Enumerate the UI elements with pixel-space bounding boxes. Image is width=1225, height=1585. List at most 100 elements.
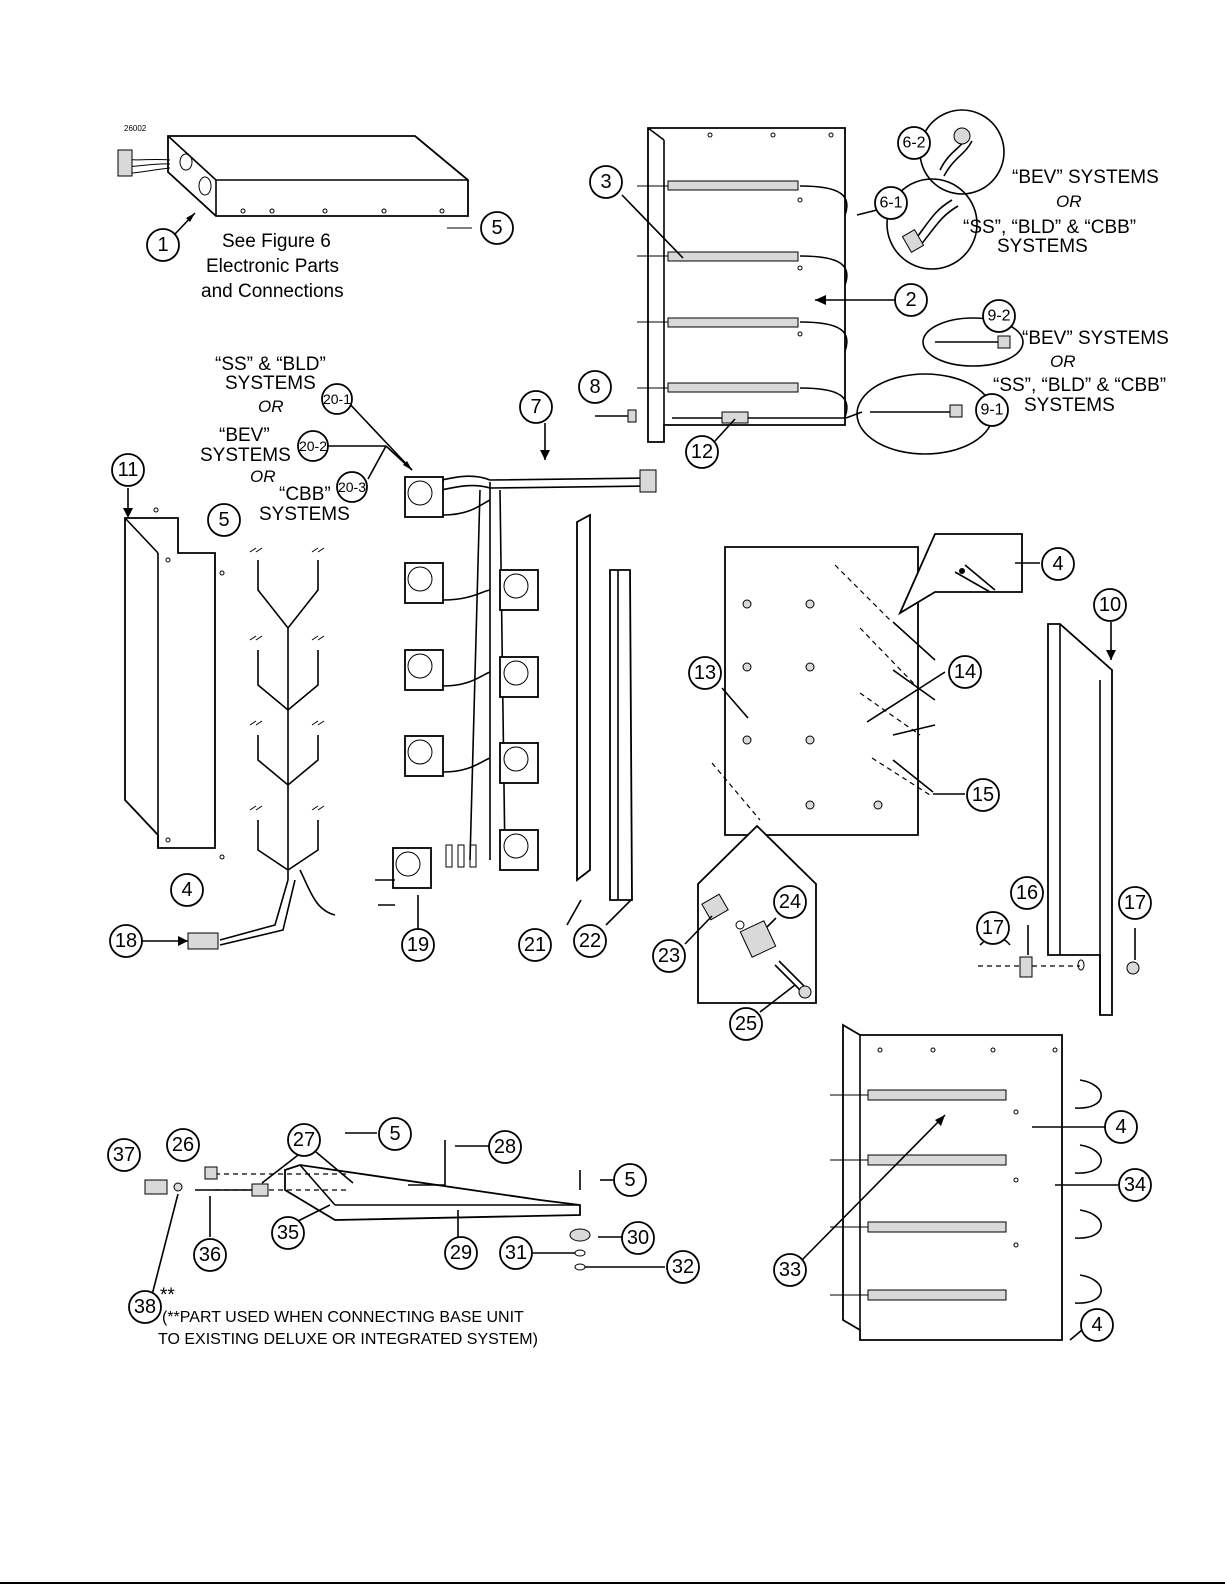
- svg-text:21: 21: [524, 934, 546, 956]
- callout-9-1: 9-1: [975, 393, 1009, 427]
- callout-6-1: 6-1: [874, 186, 908, 220]
- label-bev: “BEV”: [219, 425, 270, 446]
- callout-12: 12: [685, 435, 719, 469]
- svg-text:1: 1: [157, 234, 168, 256]
- callout-37: 37: [107, 1138, 141, 1172]
- callout-5a: 5: [480, 211, 514, 245]
- see-figure-line1: See Figure 6: [222, 231, 331, 252]
- callout-29: 29: [444, 1236, 478, 1270]
- callout-4c: 4: [1104, 1110, 1138, 1144]
- svg-text:38: 38: [134, 1296, 156, 1318]
- svg-text:36: 36: [199, 1244, 221, 1266]
- callout-16: 16: [1010, 876, 1044, 910]
- callout-17a: 17: [976, 911, 1010, 945]
- svg-text:20-1: 20-1: [323, 391, 351, 407]
- svg-text:31: 31: [505, 1242, 527, 1264]
- callout-4b: 4: [1041, 547, 1075, 581]
- svg-text:20-3: 20-3: [338, 479, 366, 495]
- tubing-harness: [142, 547, 336, 950]
- svg-text:14: 14: [954, 661, 976, 683]
- callout-22: 22: [573, 924, 607, 958]
- svg-text:9-2: 9-2: [987, 308, 1010, 325]
- callout-5b: 5: [207, 503, 241, 537]
- label-systems-a: SYSTEMS: [997, 236, 1088, 257]
- label-systems-d: SYSTEMS: [200, 445, 291, 466]
- label-or-c: OR: [258, 397, 284, 416]
- svg-text:3: 3: [600, 171, 611, 193]
- label-ss-bld: “SS” & “BLD”: [215, 354, 326, 375]
- label-systems-c: SYSTEMS: [225, 373, 316, 394]
- callout-31: 31: [499, 1236, 533, 1270]
- svg-text:15: 15: [972, 784, 994, 806]
- rails: [566, 513, 633, 926]
- svg-text:8: 8: [589, 376, 600, 398]
- label-or-b: OR: [1050, 352, 1076, 371]
- mounting-panel: [711, 533, 1040, 836]
- callout-14: 14: [948, 655, 982, 689]
- callout-4a: 4: [170, 873, 204, 907]
- svg-text:27: 27: [293, 1129, 315, 1151]
- callout-10: 10: [1093, 588, 1127, 622]
- base-assembly: ** (**PART USED WHEN CONNECTING BASE UNI…: [144, 1132, 665, 1348]
- callout-35: 35: [271, 1216, 305, 1250]
- note-38-asterisks: **: [160, 1285, 175, 1306]
- callout-6-2: 6-2: [897, 126, 931, 160]
- note-line-1: (**PART USED WHEN CONNECTING BASE UNIT: [162, 1309, 524, 1326]
- svg-text:29: 29: [450, 1242, 472, 1264]
- svg-text:34: 34: [1124, 1174, 1146, 1196]
- pump-harness-assembly: [328, 399, 657, 933]
- callout-30: 30: [621, 1221, 655, 1255]
- svg-text:19: 19: [407, 934, 429, 956]
- svg-text:4: 4: [1091, 1314, 1102, 1336]
- label-or-d: OR: [250, 467, 276, 486]
- callout-18: 18: [109, 924, 143, 958]
- label-systems-b: SYSTEMS: [1024, 395, 1115, 416]
- labels-middle-left: “SS” & “BLD” SYSTEMS OR “BEV” SYSTEMS OR…: [200, 354, 350, 525]
- callout-25: 25: [729, 1007, 763, 1041]
- label-ss-bld-cbb-a: “SS”, “BLD” & “CBB”: [963, 217, 1136, 238]
- see-figure-line2: Electronic Parts: [206, 256, 339, 277]
- callout-15: 15: [966, 778, 1000, 812]
- svg-text:26: 26: [172, 1134, 194, 1156]
- svg-text:37: 37: [113, 1144, 135, 1166]
- callout-4d: 4: [1080, 1308, 1114, 1342]
- svg-text:13: 13: [694, 662, 716, 684]
- svg-text:11: 11: [118, 459, 139, 481]
- labels-top-right: “BEV” SYSTEMS OR “SS”, “BLD” & “CBB” SYS…: [963, 167, 1169, 416]
- callout-3: 3: [589, 165, 623, 199]
- callout-8: 8: [578, 370, 612, 404]
- callout-33: 33: [773, 1253, 807, 1287]
- label-cbb: “CBB”: [279, 484, 331, 505]
- svg-text:4: 4: [181, 879, 192, 901]
- svg-text:5: 5: [218, 509, 229, 531]
- svg-text:23: 23: [658, 945, 680, 967]
- rear-panel-assembly: [595, 127, 895, 443]
- electronics-box: 26002 See Figure 6 Electronic Parts and …: [117, 124, 472, 302]
- callout-34: 34: [1118, 1168, 1152, 1202]
- callout-28: 28: [488, 1130, 522, 1164]
- svg-text:10: 10: [1099, 594, 1121, 616]
- svg-text:2: 2: [905, 289, 916, 311]
- svg-text:28: 28: [494, 1136, 516, 1158]
- svg-text:5: 5: [389, 1123, 400, 1145]
- drawing-id: 26002: [124, 124, 147, 133]
- note-line-2: TO EXISTING DELUXE OR INTEGRATED SYSTEM): [158, 1331, 538, 1348]
- callout-19: 19: [401, 928, 435, 962]
- page-bottom-rule: [0, 1582, 1225, 1584]
- svg-text:35: 35: [277, 1222, 299, 1244]
- callout-21: 21: [518, 928, 552, 962]
- svg-text:16: 16: [1016, 882, 1038, 904]
- callout-11: 11: [111, 453, 145, 487]
- callout-23: 23: [652, 939, 686, 973]
- callout-36: 36: [193, 1238, 227, 1272]
- svg-text:30: 30: [627, 1227, 649, 1249]
- svg-text:5: 5: [491, 217, 502, 239]
- fastener-detail: [684, 824, 817, 1013]
- svg-text:5: 5: [624, 1169, 635, 1191]
- callouts: 1 5 3 6-2 6-1 2 9-2 9-1 8 12 7 20-1 20-2…: [107, 126, 1152, 1342]
- detail-bubbles: [845, 109, 1024, 455]
- svg-text:20-2: 20-2: [299, 438, 327, 454]
- svg-text:17: 17: [982, 917, 1004, 939]
- svg-text:18: 18: [115, 930, 137, 952]
- side-panel: [123, 488, 225, 860]
